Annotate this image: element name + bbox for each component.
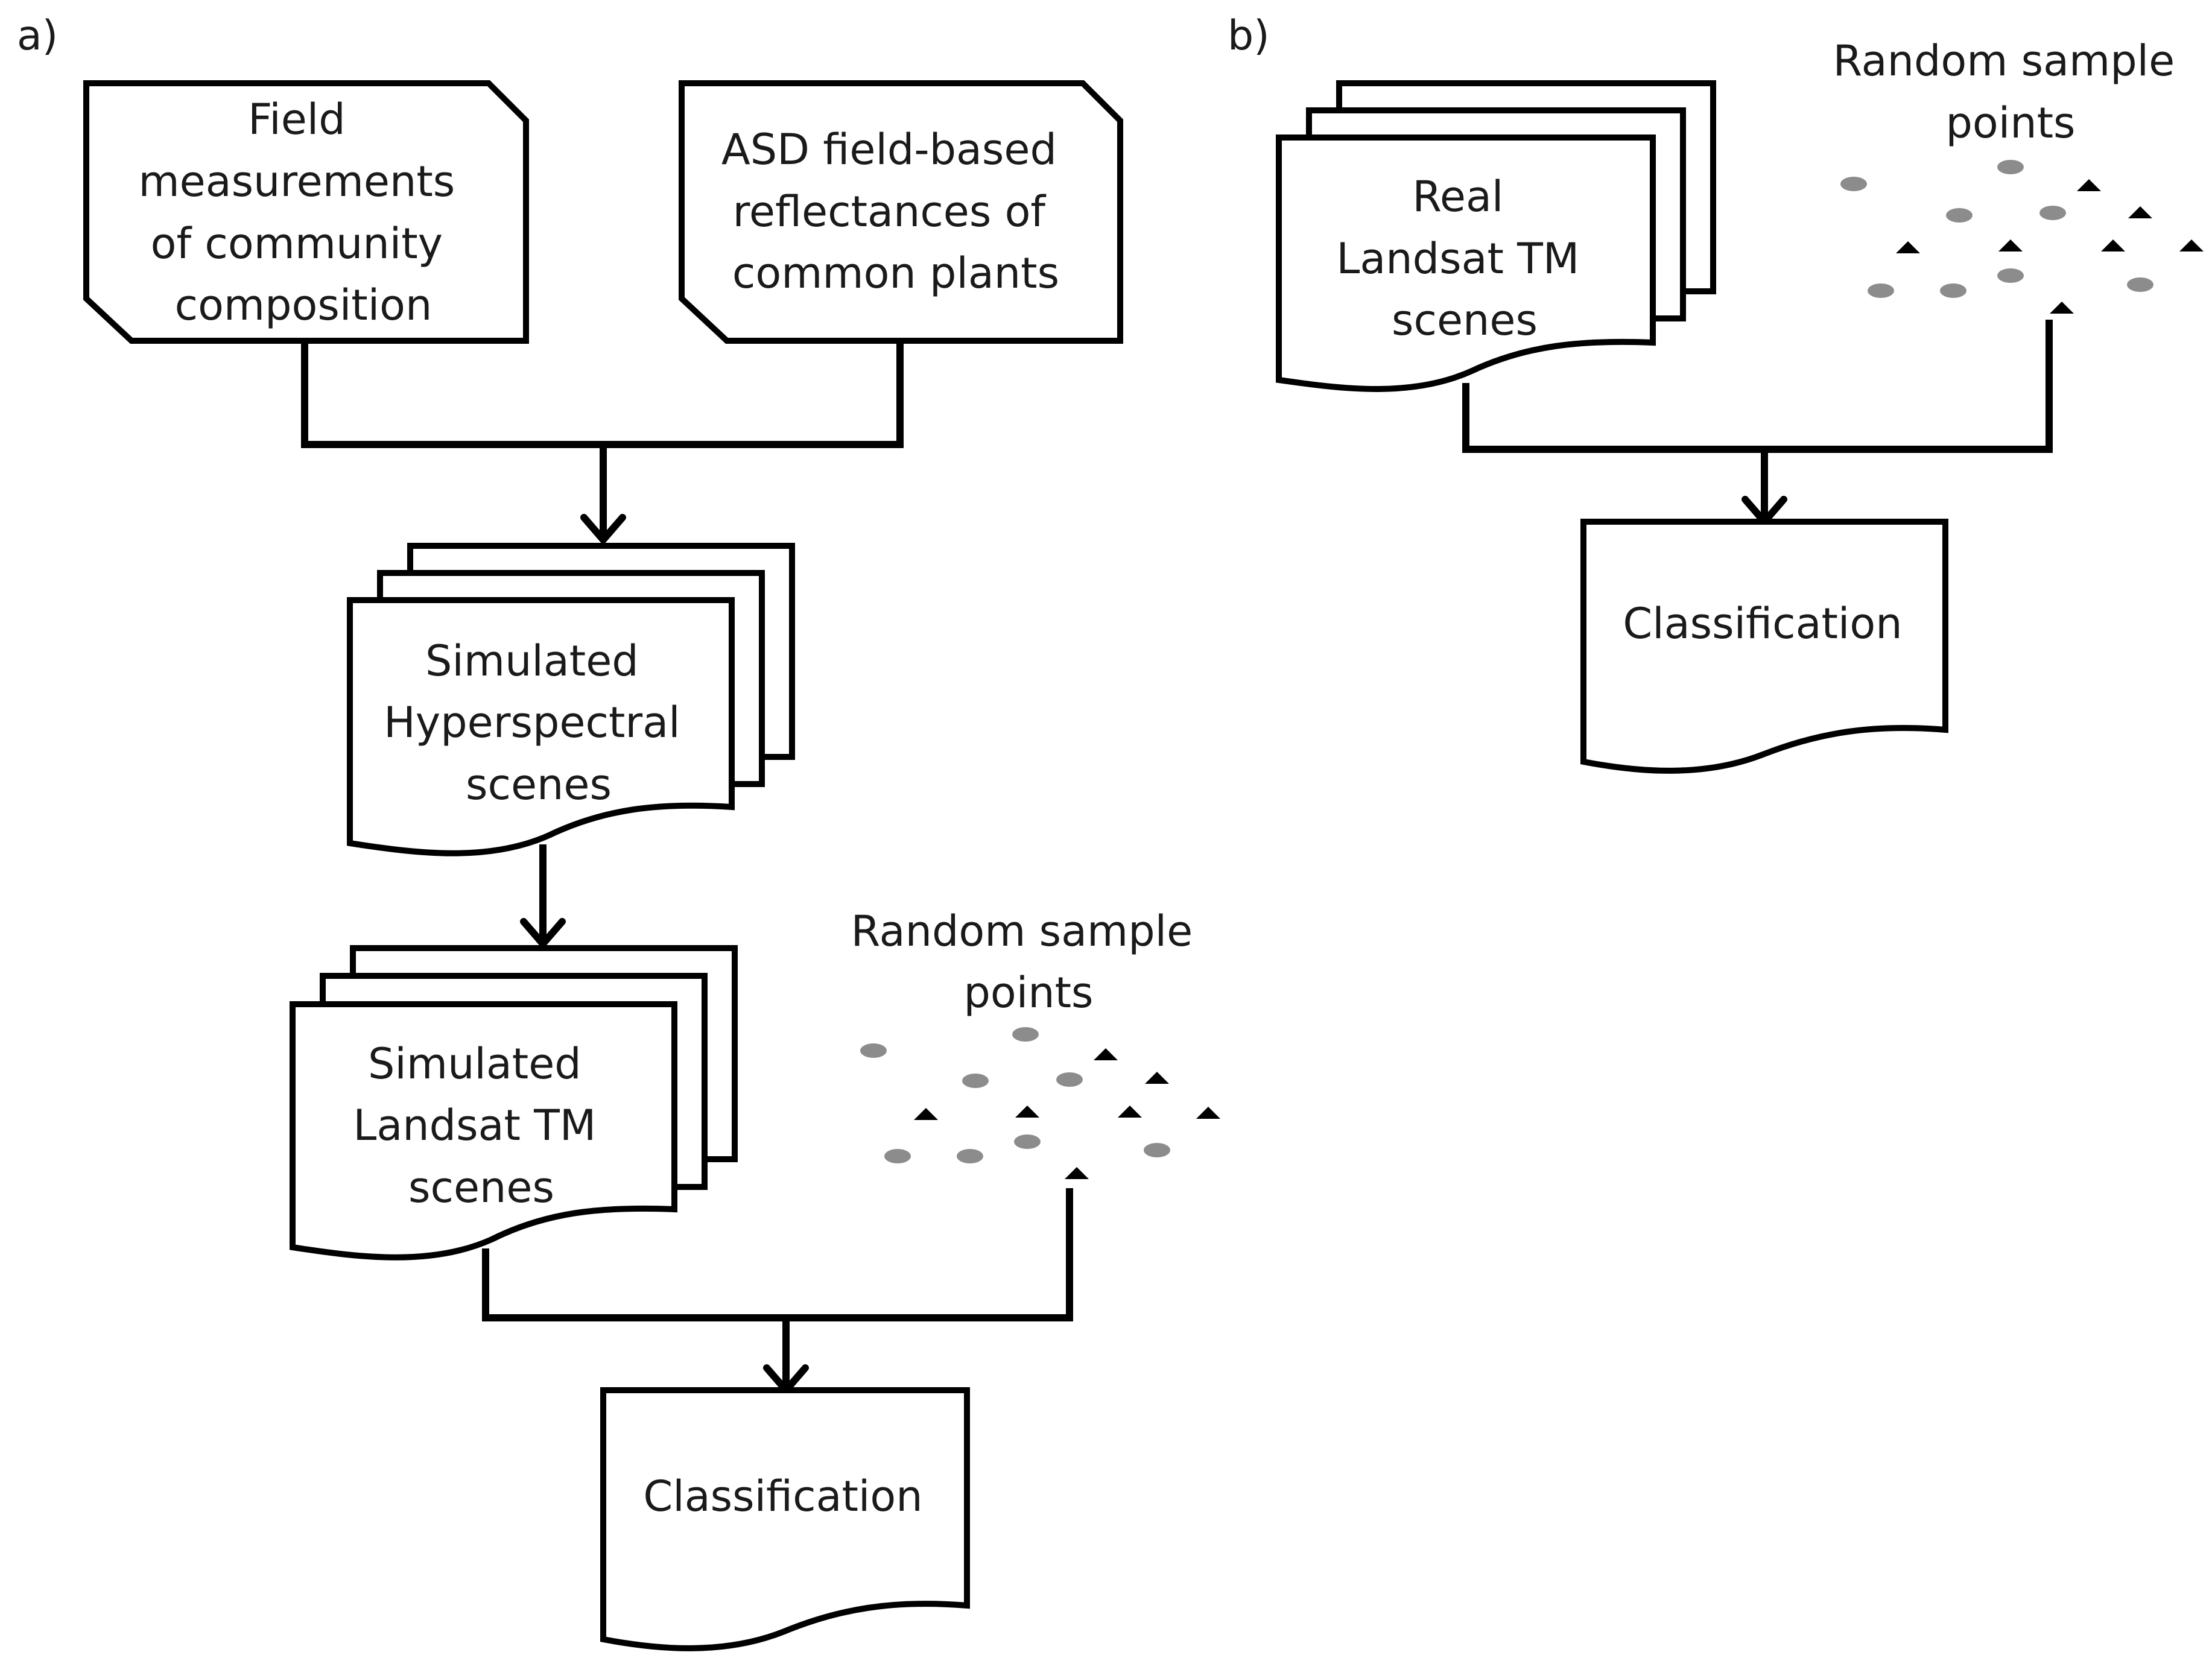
sample-triangle xyxy=(1118,1106,1142,1118)
sample-triangle xyxy=(1896,241,1920,253)
simulated-hyperspectral-label: Simulated Hyperspectral scenes xyxy=(384,636,694,809)
sample-dot xyxy=(1940,283,1966,298)
random-sample-points-b xyxy=(1840,160,2204,314)
classification-box-a: Classification xyxy=(600,1387,970,1651)
asd-reflectances-label: ASD field-based reflectances of common p… xyxy=(721,125,1070,298)
sample-triangle xyxy=(1065,1167,1089,1179)
random-sample-points-a xyxy=(860,1027,1220,1179)
sample-triangle xyxy=(2101,239,2125,252)
sample-dot xyxy=(1014,1134,1041,1149)
arrowhead-to-landsat xyxy=(520,918,566,950)
sample-triangle xyxy=(914,1108,938,1120)
sample-dot xyxy=(1868,283,1894,298)
sample-dot xyxy=(1997,268,2024,283)
real-landsat-stack: Real Landsat TM scenes xyxy=(1276,80,1716,392)
simulated-hyperspectral-stack: Simulated Hyperspectral scenes xyxy=(347,543,795,856)
sample-triangle xyxy=(2128,206,2152,218)
classification-label-b: Classification xyxy=(1623,599,1902,648)
sample-triangle xyxy=(1196,1107,1220,1119)
panel-label-b: b) xyxy=(1228,12,1270,60)
sample-dot xyxy=(2039,206,2066,220)
sample-triangle xyxy=(2179,239,2204,252)
random-sample-points-label-b: Random sample points xyxy=(1833,36,2188,148)
real-landsat-label: Real Landsat TM scenes xyxy=(1336,172,1592,345)
sample-triangle xyxy=(1145,1072,1169,1084)
classification-box-b: Classification xyxy=(1580,519,1948,774)
sample-triangle xyxy=(2050,302,2074,314)
asd-reflectances-box: ASD field-based reflectances of common p… xyxy=(679,80,1123,344)
sample-triangle xyxy=(1998,239,2023,252)
sample-triangle xyxy=(2077,179,2101,191)
random-sample-points-label-a: Random sample points xyxy=(851,906,1206,1017)
sample-dot xyxy=(957,1149,983,1163)
sample-dot xyxy=(1997,160,2024,174)
simulated-landsat-label: Simulated Landsat TM scenes xyxy=(353,1039,609,1212)
sample-triangle xyxy=(1094,1048,1118,1060)
arrowhead-to-hyperspectral xyxy=(580,514,626,546)
classification-label-a: Classification xyxy=(643,1472,922,1521)
connector-inputs-to-hyperspectral xyxy=(301,341,904,537)
sample-dot xyxy=(962,1074,989,1088)
field-measurements-label: Field measurements of community composit… xyxy=(138,95,468,330)
sample-dot xyxy=(1946,208,1973,223)
sample-dot xyxy=(1144,1143,1170,1157)
connector-real-landsat-to-classification xyxy=(1462,320,2053,519)
sample-triangle xyxy=(1015,1106,1039,1118)
sample-dot xyxy=(2127,277,2153,292)
panel-label-a: a) xyxy=(17,12,58,60)
sample-dot xyxy=(1056,1072,1083,1087)
sample-dot xyxy=(860,1043,887,1058)
connector-landsat-to-classification xyxy=(482,1188,1073,1387)
sample-dot xyxy=(1840,177,1867,191)
field-measurements-box: Field measurements of community composit… xyxy=(83,80,529,344)
simulated-landsat-stack: Simulated Landsat TM scenes xyxy=(290,945,738,1261)
sample-dot xyxy=(1012,1027,1039,1042)
sample-dot xyxy=(884,1149,911,1163)
